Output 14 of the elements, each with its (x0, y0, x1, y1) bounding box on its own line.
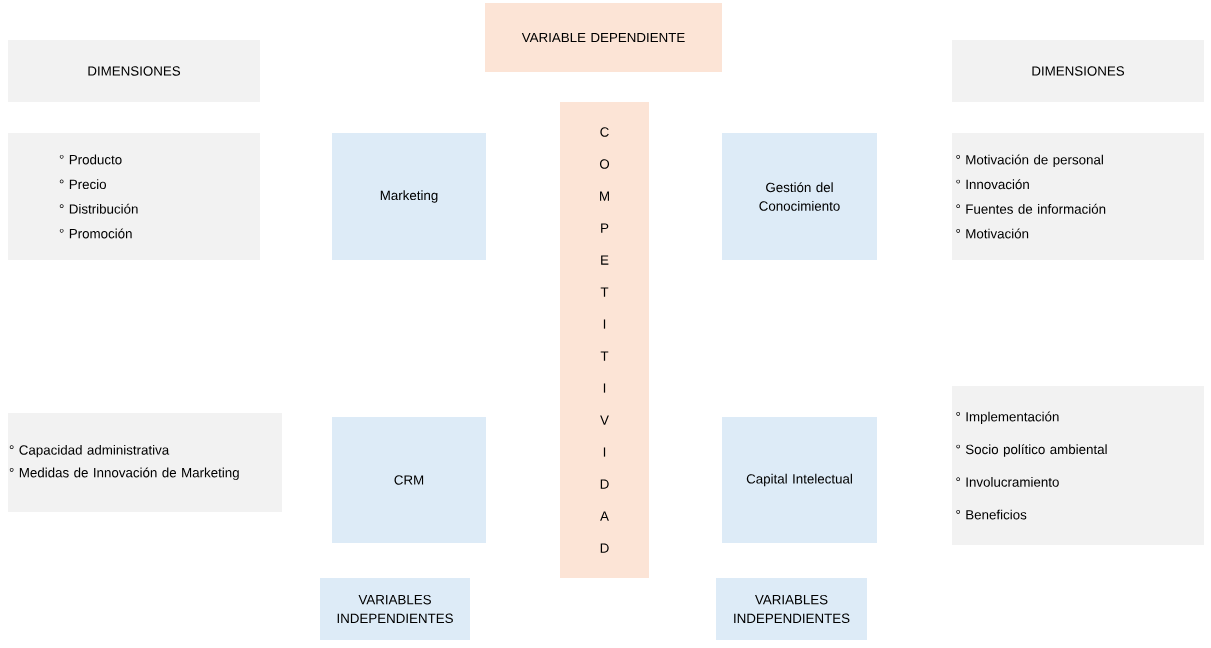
list-box: ° Producto ° Precio ° Distribución ° Promoción (8, 133, 260, 260)
list-box: ° Motivación de personal ° Innovación ° Fuentes de información ° Motivación (952, 133, 1204, 260)
variable-box: Capital Intelectual (722, 417, 877, 543)
variable-box: CRM (332, 417, 486, 543)
heading-box: VARIABLES INDEPENDIENTES (320, 578, 470, 640)
list-box: ° Implementación ° Socio político ambiental ° Involucramiento ° Beneficios (952, 386, 1204, 545)
heading-box: VARIABLE DEPENDIENTE (485, 3, 722, 72)
heading-box: DIMENSIONES (8, 40, 260, 102)
list-box: ° Capacidad administrativa ° Medidas de Innovación de Marketing (8, 413, 282, 512)
heading-box: DIMENSIONES (952, 40, 1204, 102)
vertical-text-box: C O M P E T I T I V I D A D (560, 102, 649, 578)
variable-box: Gestión del Conocimiento (722, 133, 877, 260)
variable-box: Marketing (332, 133, 486, 260)
heading-box: VARIABLES INDEPENDIENTES (716, 578, 867, 640)
